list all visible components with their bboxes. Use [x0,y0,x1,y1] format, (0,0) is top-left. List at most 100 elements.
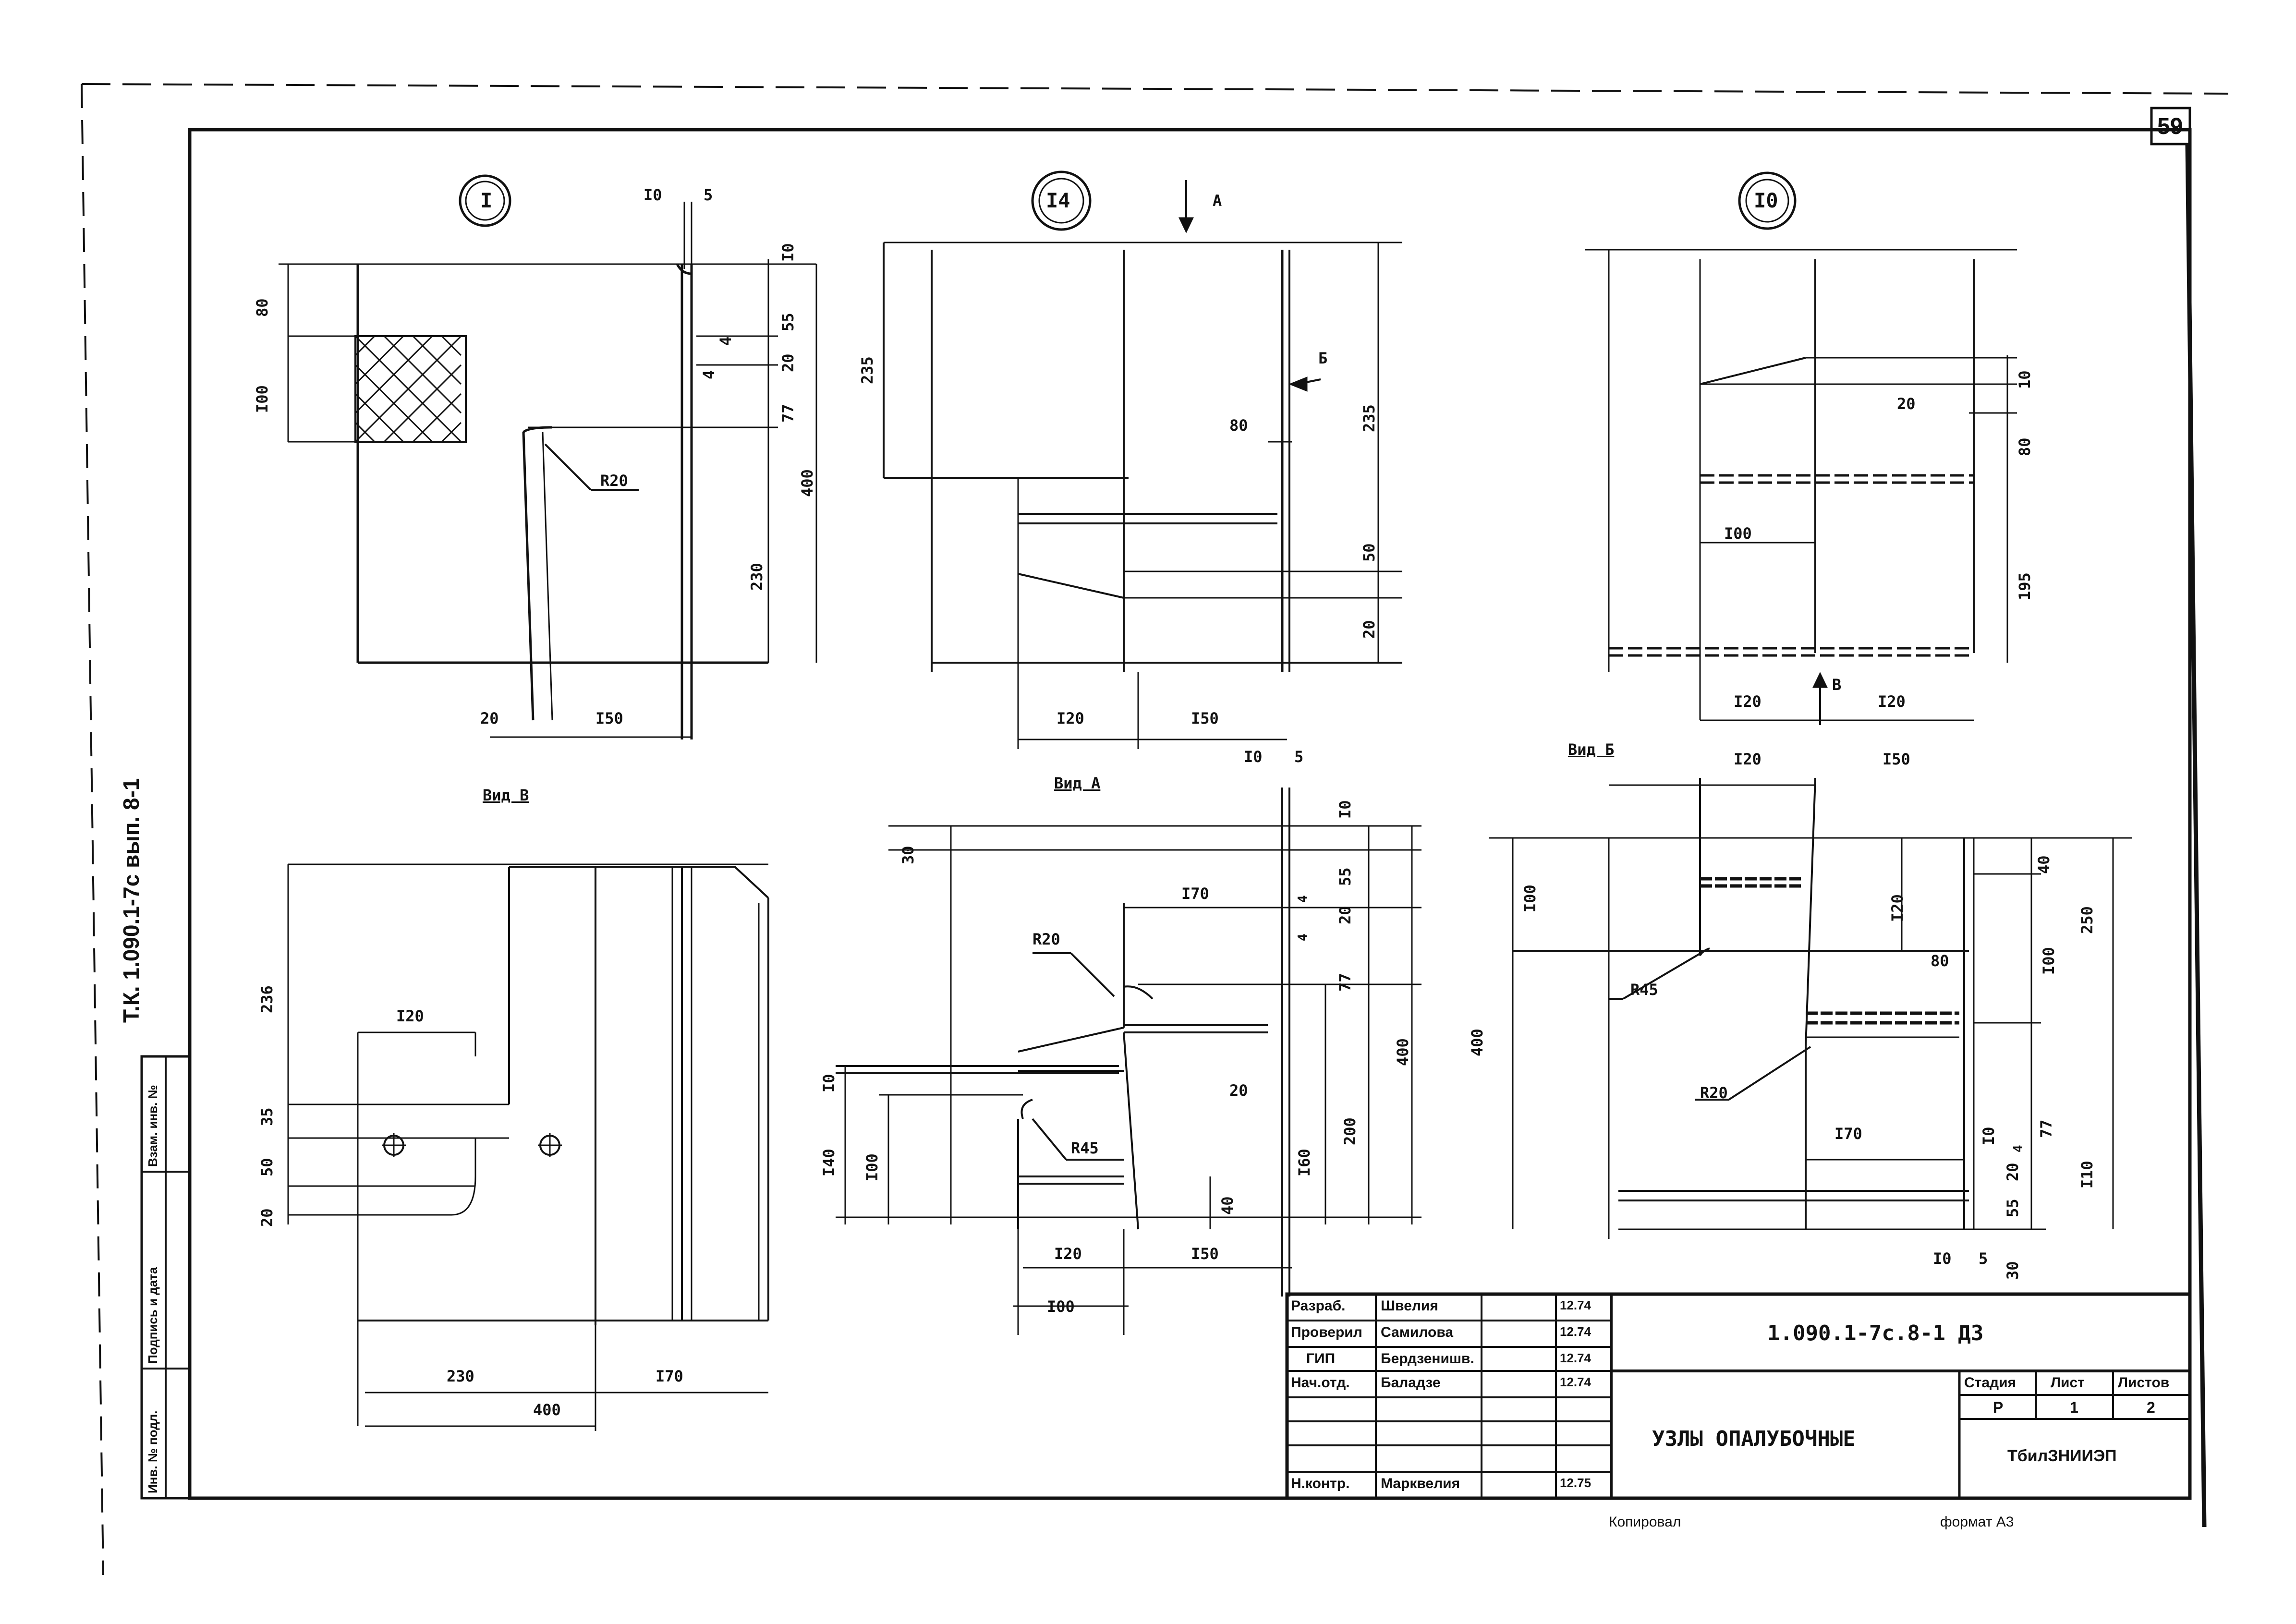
dim-label: I20 [1878,692,1906,711]
view-v-drawing [287,863,769,1431]
dim-label: 235 [858,356,876,384]
stage-header: Стадия [1964,1375,2017,1391]
title-block-row-name: Швелия [1381,1298,1438,1314]
view-a-title: Вид А [1054,774,1101,792]
stage-value: Р [1993,1399,2004,1416]
dim-label: 4 [2011,1145,2026,1152]
dim-label: I20 [1734,750,1761,768]
dim-label: I0 [1336,800,1354,819]
dim-label: 236 [258,985,276,1013]
title-block-row-name: Марквелия [1381,1476,1460,1491]
dim-label: 230 [447,1367,474,1385]
title-block [1285,1292,2192,1500]
dim-label: I0 [644,186,662,204]
dim-label: 10 [2016,370,2034,389]
dim-label: I50 [595,709,623,727]
dim-label: 5 [704,186,713,204]
side-code: Т.К. 1.090.1-7с вып. 8-1 [119,778,144,1023]
dim-label: 4 [1296,895,1310,903]
dim-label: I20 [1734,692,1761,711]
dim-label: 20 [1336,906,1354,924]
dim-label: 50 [258,1158,276,1176]
stamp-cell-sign: Подпись и дата [146,1267,160,1364]
hatch-area [354,335,462,443]
view-a-drawing [836,788,1421,1335]
dim-label: 230 [748,563,766,591]
dim-label: 50 [1360,543,1378,562]
title-block-row-role: ГИП [1306,1351,1336,1367]
dim-label: 40 [1218,1196,1237,1215]
dim-label: 20 [1897,395,1916,413]
node-14-drawing [883,170,1402,749]
dim-label: 55 [1336,867,1354,886]
dim-label: I0 [820,1074,838,1092]
sheets-header: Листов [2118,1375,2170,1391]
dim-label: 4 [717,336,735,346]
stamp-cell-replace: Взам. инв. № [146,1085,160,1167]
dim-label: I00 [1521,885,1539,912]
node-10-marker: I0 [1754,189,1778,212]
drawing-title: УЗЛЫ ОПАЛУБОЧНЫЕ [1652,1427,1856,1451]
node-14-marker: I4 [1046,189,1070,212]
title-block-row-role: Разраб. [1291,1298,1346,1314]
dim-label: 5 [1294,748,1304,766]
dim-label: 55 [779,313,797,331]
dim-label: 400 [1394,1038,1412,1066]
dim-label: I70 [1834,1125,1862,1143]
dim-label: 4 [700,370,718,379]
title-block-row-name: Бердзенишв. [1381,1351,1474,1367]
dim-label: 77 [779,404,797,423]
dim-label: 20 [2004,1163,2022,1181]
dim-label: 55 [2004,1199,2022,1217]
frame-border [188,128,2192,1500]
dim-label: I40 [820,1149,838,1176]
dim-label: 400 [533,1401,561,1419]
dim-label: 80 [1931,952,1949,970]
radius-label: R45 [1630,981,1658,999]
copied-label: Копировал [1609,1514,1681,1530]
title-block-row-role: Н.контр. [1291,1476,1350,1491]
stamp-cell-inv: Инв. № подл. [146,1410,160,1493]
title-block-row-name: Самилова [1381,1324,1454,1340]
node-1-marker: I [480,189,493,212]
title-block-row-date: 12.75 [1560,1476,1591,1490]
title-block-row-date: 12.74 [1560,1324,1591,1339]
format-label: формат А3 [1940,1514,2014,1530]
dim-label: I0 [1244,748,1263,766]
view-b-drawing [1489,777,2132,1239]
page-number: 59 [2157,114,2183,139]
dim-label: 80 [2016,437,2034,456]
dim-label: I00 [253,385,271,413]
dim-label: I0 [1980,1127,1998,1145]
dim-label: I00 [863,1153,881,1181]
dim-label: 80 [253,298,271,317]
radius-label: R45 [1071,1139,1099,1157]
sheet-value: 1 [2070,1399,2078,1416]
arrow-label-v: В [1832,676,1842,694]
dim-label: 35 [258,1107,276,1126]
dim-label: 5 [1979,1249,1988,1268]
arrow-label-b: Б [1318,349,1328,367]
dim-label: 20 [779,353,797,372]
dim-label: 20 [1229,1081,1248,1100]
title-block-row-name: Баладзе [1381,1375,1441,1391]
page-number-box [2150,107,2191,145]
dim-label: 20 [480,709,499,727]
dim-label: I50 [1191,709,1219,727]
arrow-label-a: А [1213,192,1222,210]
dim-label: 40 [2035,855,2053,874]
dim-label: 235 [1360,404,1378,432]
dim-label: I60 [1295,1149,1313,1176]
dim-label: 195 [2016,572,2034,600]
dim-label: 30 [2004,1261,2022,1280]
dim-label: 400 [1468,1029,1486,1056]
title-block-row-role: Проверил [1291,1324,1362,1340]
dim-label: 80 [1229,416,1248,435]
view-b-title: Вид Б [1568,740,1615,759]
dim-label: I0 [1933,1249,1952,1268]
view-v-title: Вид В [483,786,529,804]
radius-label: R20 [1033,930,1060,948]
dim-label: I00 [1047,1297,1075,1316]
radius-label: R20 [600,472,628,490]
